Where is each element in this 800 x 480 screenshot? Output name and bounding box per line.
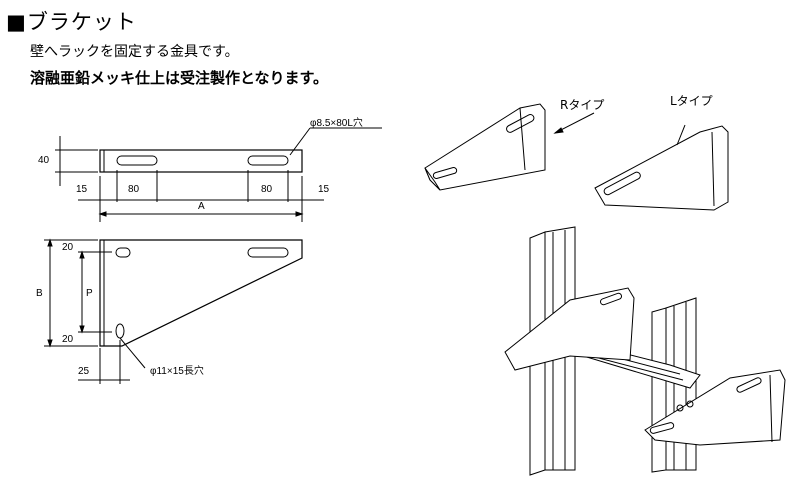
l-type-bracket-illustration xyxy=(594,124,729,211)
dim-a-label: A xyxy=(198,201,205,212)
r-type-bracket-illustration xyxy=(424,103,595,191)
dim-15-right-label: 15 xyxy=(318,184,330,195)
dim-20-bottom-label: 20 xyxy=(62,334,74,345)
galvanize-note: 溶融亜鉛メッキ仕上は受注製作となります。 xyxy=(30,69,329,87)
side-view-drawing xyxy=(44,238,303,384)
dim-40-label: 40 xyxy=(38,155,50,166)
page-title: ■ブラケット xyxy=(6,10,137,34)
dim-p-label: P xyxy=(86,288,93,299)
dim-80-right-label: 80 xyxy=(261,184,273,195)
dim-b-label: B xyxy=(36,288,43,299)
hole-callout-bottom: φ11×15長穴 xyxy=(150,366,204,377)
l-type-label: Lタイプ xyxy=(670,94,713,108)
top-view-drawing xyxy=(55,127,382,222)
installed-assembly-illustration xyxy=(504,226,786,476)
dim-80-left-label: 80 xyxy=(128,184,140,195)
hole-callout-top: φ8.5×80L穴 xyxy=(310,118,363,129)
dim-15-left-label: 15 xyxy=(76,184,88,195)
dim-20-top-label: 20 xyxy=(62,242,74,253)
dim-25-label: 25 xyxy=(78,366,90,377)
description-text: 壁へラックを固定する金具です。 xyxy=(30,44,239,60)
r-type-label: Rタイプ xyxy=(560,98,605,112)
